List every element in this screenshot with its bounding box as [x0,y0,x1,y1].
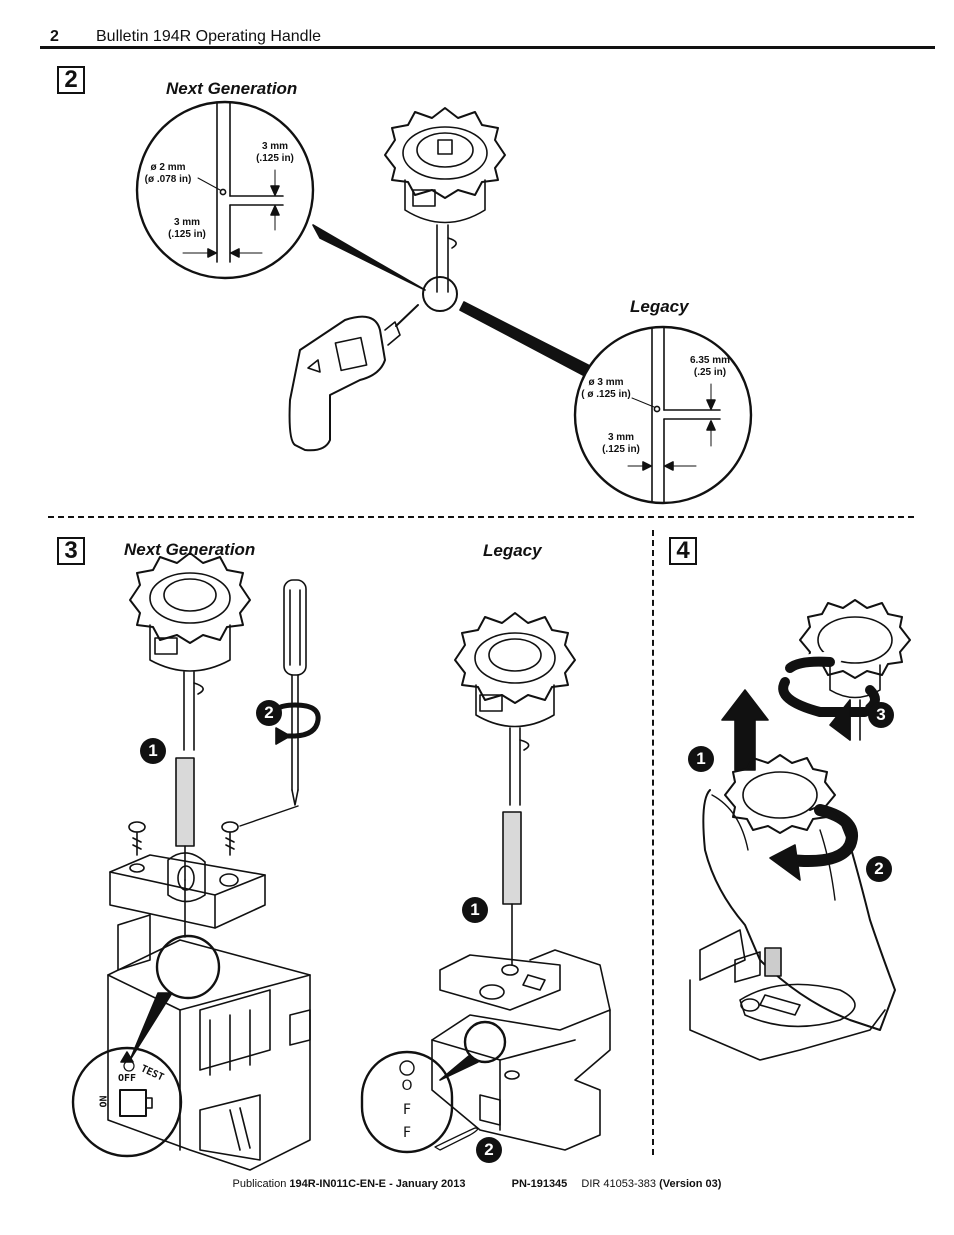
handle-illustration-step2 [384,107,506,293]
step-2-next-gen-caption: Next Generation [166,79,298,98]
step-3-callout-2-legacy: 2 [476,1137,502,1163]
legacy-hole-diameter: ø 3 mm ( ø .125 in) [581,377,631,400]
footer-publication-prefix: Publication [232,1178,290,1190]
step-2-legacy-caption: Legacy [630,297,689,316]
next-gen-detail-circle [135,100,315,280]
screw-left [128,821,146,856]
hand-illustration [702,789,896,1031]
next-gen-hole-diameter: ø 2 mm (ø .078 in) [144,162,192,185]
switch-label-off: OFF [118,1073,137,1084]
mounting-plate-next-gen [109,852,266,929]
switch-label-on: ON [98,1095,110,1108]
section-divider-horizontal [48,516,914,518]
step-3-callout-1-legacy: 1 [462,897,488,923]
step-3-callout-2-next-gen: 2 [256,700,282,726]
step-4-box: 4 [669,537,697,565]
contactor-body-legacy [431,949,611,1151]
page-number: 2 [50,28,59,45]
legacy-detail-circle [573,325,753,505]
footer-dir: DIR 41053-383 [581,1178,657,1190]
extension-tube-legacy [502,811,522,905]
contactor-body-step4 [689,929,886,1061]
step-4-callout-3: 3 [868,702,894,728]
handle-illustration-step3-legacy [454,612,576,806]
section-divider-vertical [652,530,654,1155]
switch-zoom-circle-legacy [463,1020,507,1064]
screwdriver-illustration [271,579,321,806]
shaft-zoom-circle [422,276,458,312]
handle-illustration-step4-lower [724,754,836,834]
handle-illustration-step4-top [799,599,911,741]
step-3-callout-1-next-gen: 1 [140,738,166,764]
footer: Publication 194R-IN011C-EN-E - January 2… [0,1178,954,1190]
off-letter-f2: F [402,1125,412,1141]
next-gen-horizontal-offset: 3 mm (.125 in) [168,217,206,240]
switch-zoom-circle-next-gen [155,934,221,1000]
screw-right [221,821,239,856]
step-3-legacy-caption: Legacy [483,541,542,560]
step-2-box: 2 [57,66,85,94]
step-4-callout-1: 1 [688,746,714,772]
footer-version: (Version 03) [659,1178,722,1190]
lift-arrow [721,689,769,771]
legacy-vertical-offset: 6.35 mm (.25 in) [689,355,731,378]
handle-illustration-step3-next-gen [129,552,251,751]
next-gen-vertical-offset: 3 mm (.125 in) [256,141,294,164]
off-indicator-detail [360,1050,454,1154]
drill-illustration [288,304,419,452]
switch-detail-circle-next-gen [71,1046,183,1158]
off-letter-o: O [401,1078,413,1094]
footer-part-number: PN-191345 [511,1178,568,1190]
step-3-next-gen-caption: Next Generation [124,540,256,559]
document-title: Bulletin 194R Operating Handle [96,28,322,45]
step-4-callout-2: 2 [866,856,892,882]
step-3-box: 3 [57,537,85,565]
off-letter-f1: F [402,1102,412,1118]
contactor-body-next-gen [107,914,311,1171]
header-rule [40,46,935,49]
footer-publication-id: 194R-IN011C-EN-E - January 2013 [289,1178,466,1190]
extension-tube-next-gen [175,757,195,847]
legacy-horizontal-offset: 3 mm (.125 in) [602,432,640,455]
